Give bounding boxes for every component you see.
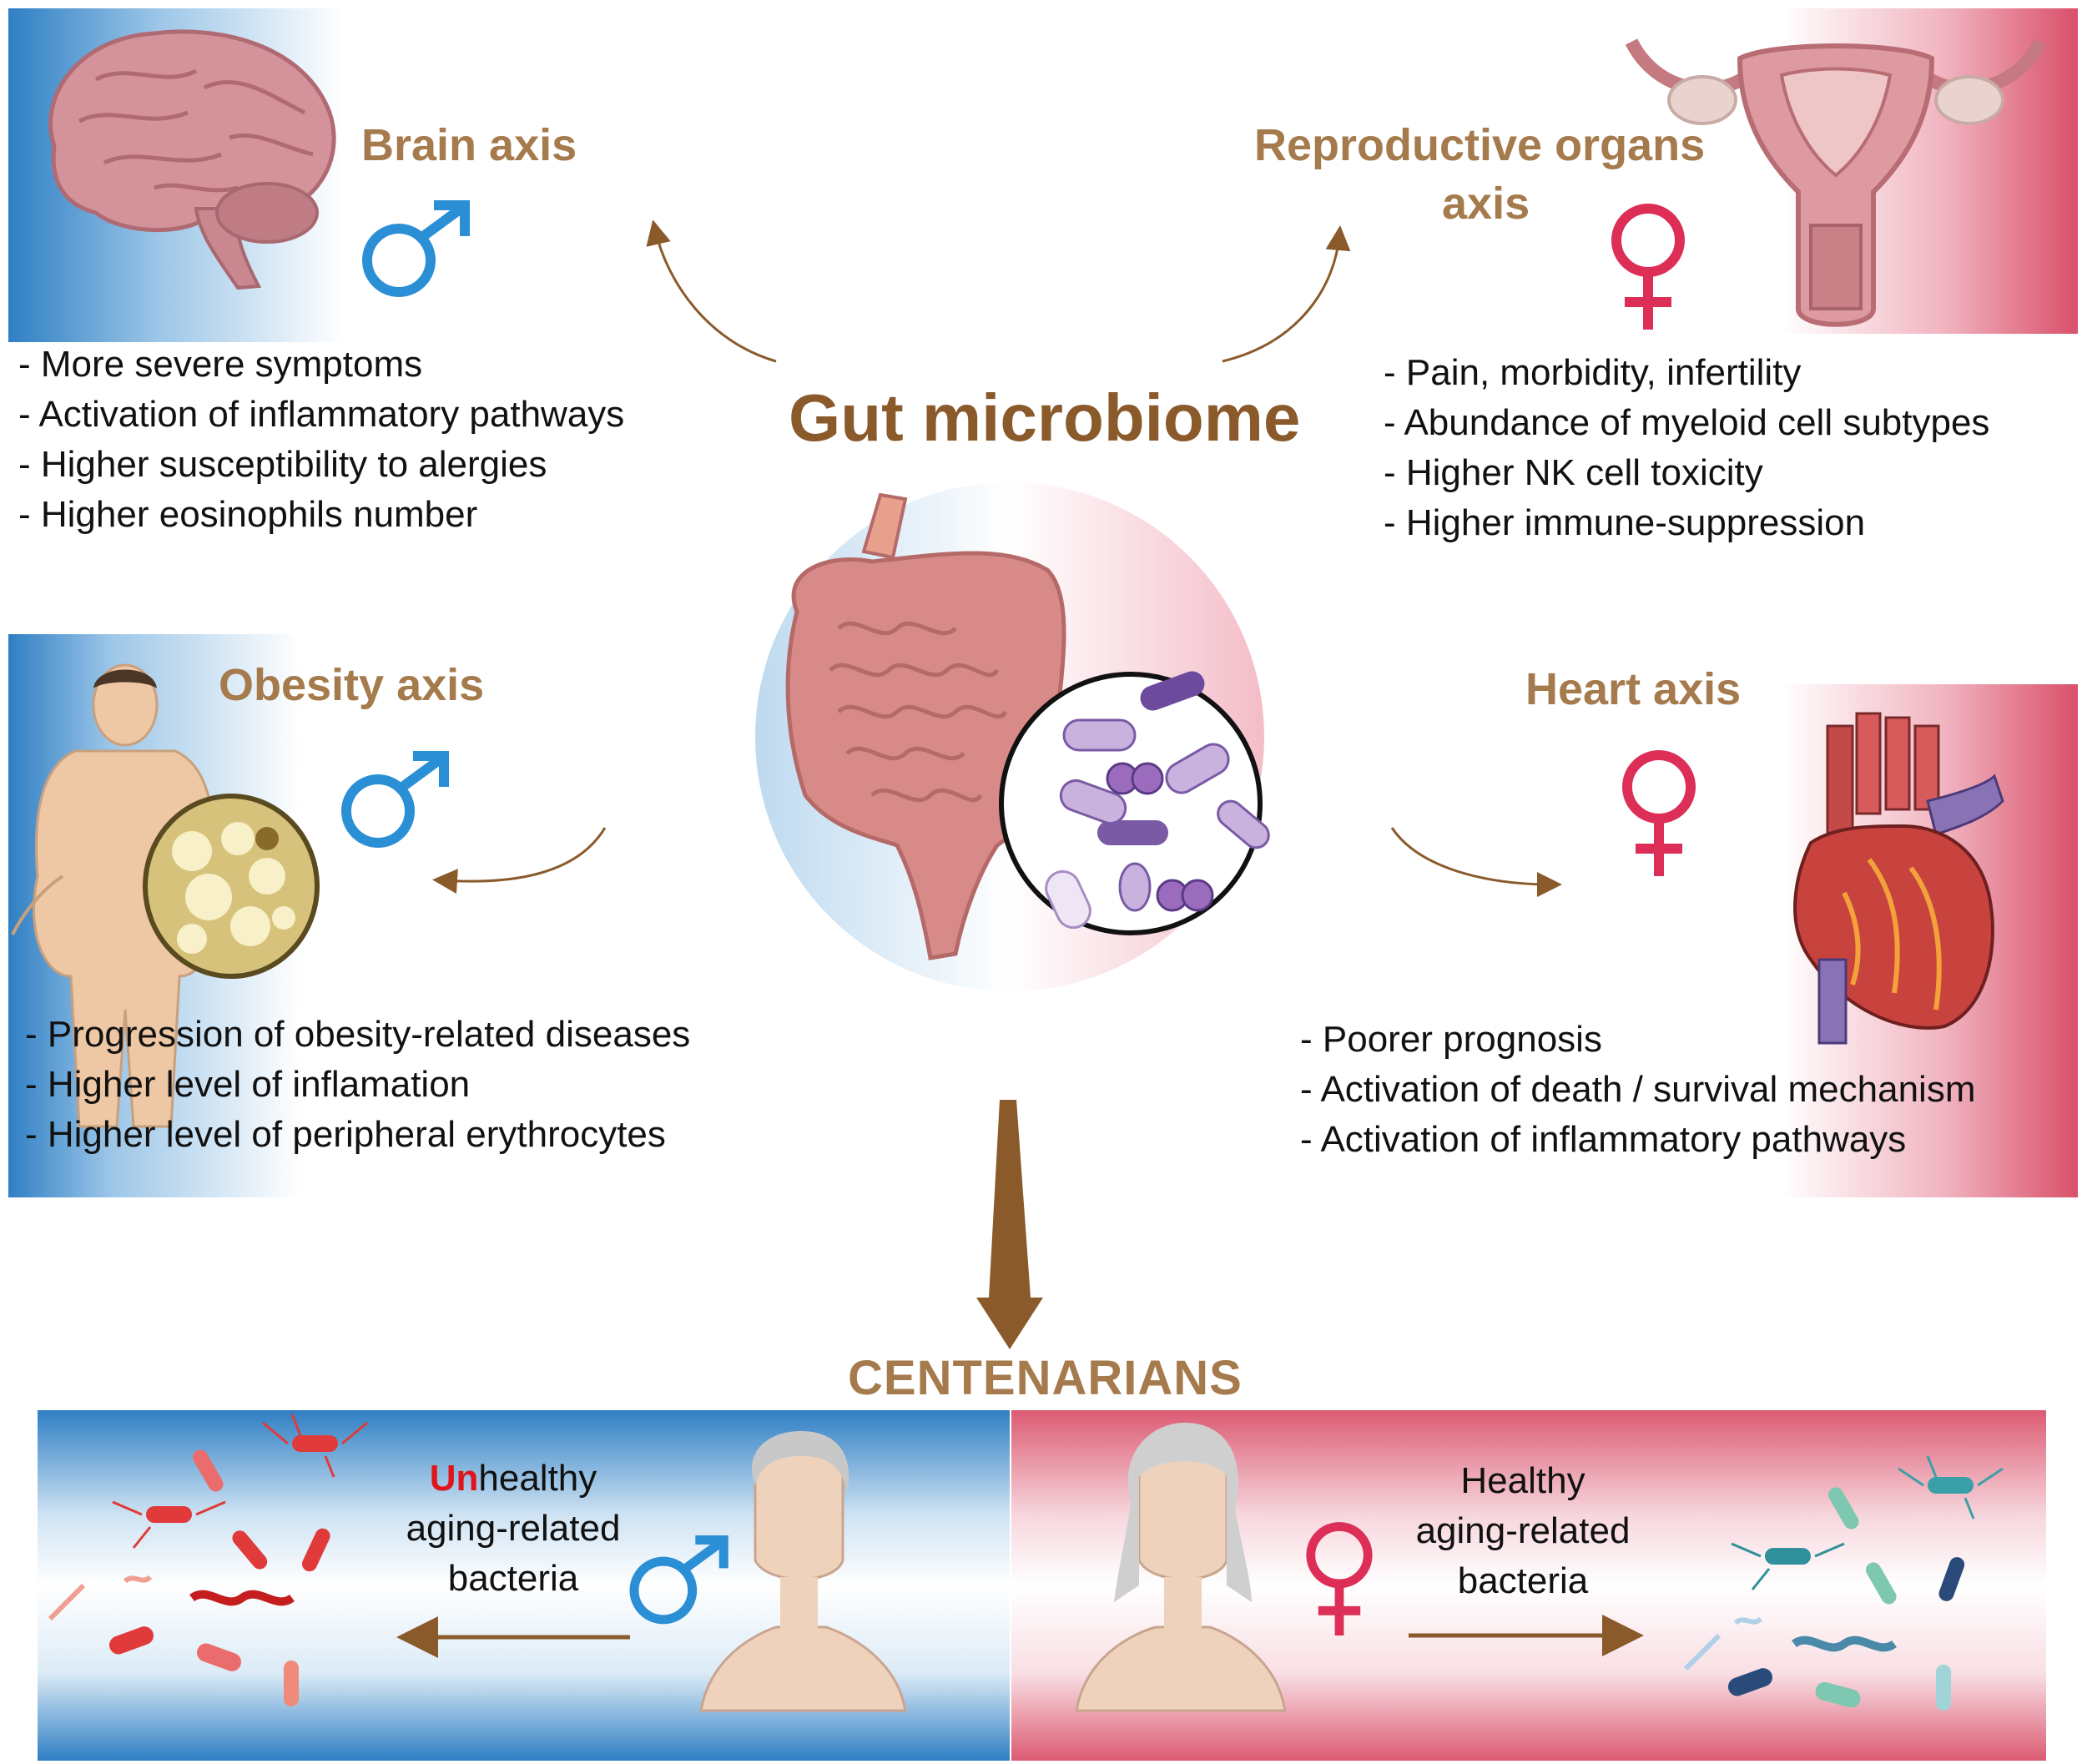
reproductive-bullet: - Pain, morbidity, infertility (1384, 352, 1802, 393)
heart-axis-bullets: - Poorer prognosis - Activation of death… (1300, 1015, 1975, 1165)
centenarians-label: CENTENARIANS (848, 1351, 1243, 1405)
unhealthy-bacteria-icon (48, 1414, 368, 1706)
brain-icon (48, 29, 336, 290)
unhealthy-bacteria-label: Unhealthy aging-related bacteria (380, 1454, 647, 1604)
obesity-bullet: - Higher level of peripheral erythrocyte… (25, 1114, 666, 1155)
obesity-bullet: - Higher level of inflamation (25, 1064, 471, 1105)
healthy-line3: bacteria (1457, 1560, 1589, 1601)
reproductive-bullet: - Abundance of myeloid cell subtypes (1384, 402, 1990, 443)
female-symbol-icon (1306, 1522, 1373, 1635)
brain-bullet: - Higher susceptibility to alergies (18, 444, 547, 485)
heart-bullet: - Activation of death / survival mechani… (1300, 1069, 1976, 1110)
healthy-bacteria-label: Healthy aging-related bacteria (1389, 1456, 1656, 1606)
elderly-woman-icon (1075, 1423, 1287, 1712)
brain-axis-title: Brain axis (361, 120, 577, 170)
brain-bullet: - More severe symptoms (18, 344, 423, 385)
male-symbol-icon (341, 751, 449, 848)
heart-axis-title: Heart axis (1525, 664, 1742, 714)
female-symbol-icon (1622, 750, 1696, 876)
main-title: Gut microbiome (789, 381, 1301, 455)
arrow-to-centenarians (976, 1100, 1043, 1349)
uterus-icon (1625, 38, 2047, 327)
gut-circle (755, 482, 1270, 991)
healthy-bacteria-icon (1683, 1455, 2004, 1711)
heart-icon (1793, 712, 2004, 1045)
arrow-to-obesity (432, 827, 607, 895)
heart-bullet: - Poorer prognosis (1300, 1019, 1602, 1060)
unhealthy-rest: healthy (478, 1458, 597, 1499)
reproductive-bullet: - Higher immune-suppression (1384, 502, 1866, 543)
elderly-man-icon (699, 1431, 907, 1712)
intestine-icon (785, 492, 1066, 960)
healthy-line2: aging-related (1415, 1510, 1631, 1551)
brain-bullet: - Activation of inflammatory pathways (18, 394, 625, 435)
female-symbol-icon (1611, 204, 1685, 330)
obesity-axis-title: Obesity axis (219, 660, 485, 710)
arrow-to-brain (646, 219, 777, 363)
reproductive-axis-bullets: - Pain, morbidity, infertility - Abundan… (1384, 348, 1989, 548)
male-symbol-icon (362, 200, 470, 297)
obesity-axis-bullets: - Progression of obesity-related disease… (25, 1010, 690, 1160)
arrow-to-heart (1390, 827, 1562, 897)
reproductive-axis-title-line2: axis (1442, 179, 1530, 229)
brain-axis-bullets: - More severe symptoms - Activation of i… (18, 340, 624, 540)
un-prefix: Un (429, 1458, 479, 1499)
fat-cell-icon (143, 794, 320, 979)
brain-bullet: - Higher eosinophils number (18, 494, 478, 535)
healthy-line1: Healthy (1460, 1460, 1585, 1501)
bacteria-icon (999, 671, 1270, 935)
unhealthy-line2: aging-related (406, 1508, 621, 1549)
reproductive-bullet: - Higher NK cell toxicity (1384, 452, 1763, 493)
male-symbol-icon (629, 1535, 728, 1625)
heart-bullet: - Activation of inflammatory pathways (1300, 1119, 1907, 1160)
unhealthy-line3: bacteria (447, 1558, 579, 1599)
obesity-bullet: - Progression of obesity-related disease… (25, 1014, 691, 1055)
reproductive-axis-title-line1: Reproductive organs (1254, 120, 1706, 170)
arrow-to-reproductive (1222, 225, 1351, 363)
